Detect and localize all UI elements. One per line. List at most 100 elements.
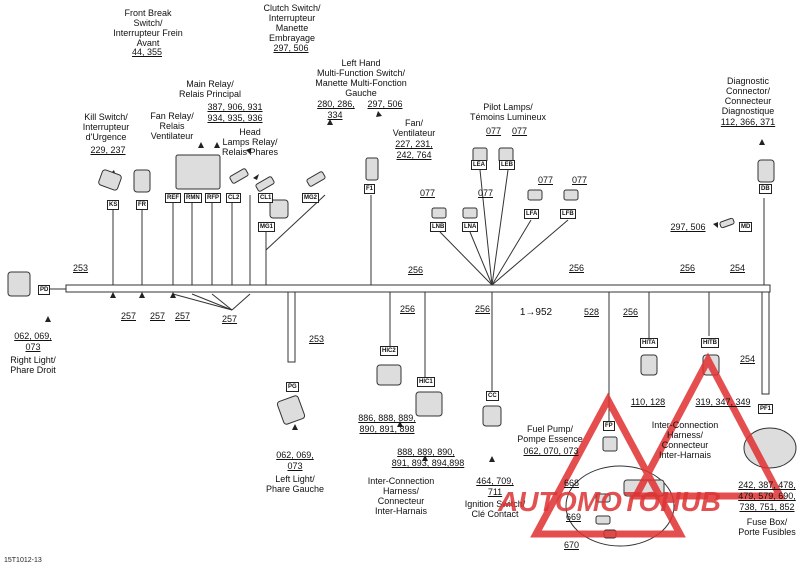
segment-257-c: 257 — [175, 311, 191, 321]
segment-256-b: 256 — [400, 304, 416, 314]
segment-256-e: 256 — [623, 307, 639, 317]
left-hand-pages-3: 297, 506 — [367, 99, 403, 109]
main-relay-pages-2: 934, 935, 936 — [207, 113, 263, 123]
tag-fr: FR — [136, 200, 148, 210]
relay-block — [175, 154, 221, 190]
segment-256-f: 256 — [680, 263, 696, 273]
ignition-pages-2: 711 — [487, 487, 503, 497]
clutch-pages: 297, 506 — [273, 43, 309, 53]
mg1-connector — [269, 199, 289, 219]
right-light-pages-2: 073 — [25, 342, 41, 352]
md-pages: 297, 506 — [670, 222, 706, 232]
clutch-label: Clutch Switch/ Interrupteur Manette Embr… — [263, 3, 321, 43]
fan-label: Fan/ Ventilateur — [392, 118, 436, 138]
tag-hitb: HITB — [701, 338, 719, 348]
hic1-pages-2: 891, 893, 894,898 — [391, 458, 465, 468]
segment-253-a: 253 — [73, 263, 89, 273]
left-light-branch — [287, 291, 296, 363]
diagnostic-connector — [757, 159, 775, 183]
kill-switch-connector — [98, 169, 122, 191]
pilot-077-e: 077 — [538, 175, 554, 185]
ignition-connector — [482, 405, 502, 427]
tag-md: MD — [739, 222, 753, 232]
fan-pages-2: 242, 764 — [396, 150, 432, 160]
segment-256-a: 256 — [408, 265, 424, 275]
hic1-connector — [415, 391, 443, 417]
watermark-triangle-right — [630, 352, 786, 500]
tag-pg: PG — [286, 382, 299, 392]
hic2-pages-1: 886, 888, 889, — [358, 413, 416, 423]
diag-label: Diagnostic Connector/ Connecteur Diagnos… — [721, 76, 775, 116]
tag-lna: LNA — [462, 222, 479, 232]
watermark-text: AUTOMOTOHUB — [498, 486, 721, 517]
figure-id: 15T1012-13 — [4, 557, 42, 564]
fuse-branch — [761, 291, 770, 395]
pilot-077-b: 077 — [512, 126, 528, 136]
kill-switch-pages: 229, 237 — [90, 145, 126, 155]
front-brake-pages: 44, 355 — [131, 47, 163, 57]
tag-mg2: MG2 — [302, 193, 320, 203]
fuse-pages-1: 242, 387, 478, — [738, 480, 796, 490]
fan-pages-1: 227, 231, — [395, 139, 433, 149]
pilot-077-d: 077 — [478, 188, 494, 198]
segment-528: 528 — [584, 307, 600, 317]
fuse-box-label: Fuse Box/ Porte Fusibles — [738, 517, 796, 537]
tag-hic2: HIC2 — [380, 346, 398, 356]
hic1-pages-1: 888, 889, 890, — [397, 447, 455, 457]
segment-257-b: 257 — [150, 311, 166, 321]
front-brake-label: Front Break Switch/ Interrupteur Frein A… — [113, 8, 183, 48]
tag-cc: CC — [486, 391, 499, 401]
tag-pd: PD — [38, 285, 51, 295]
hita-pages: 110, 128 — [630, 397, 666, 407]
tag-pf1: PF1 — [758, 404, 774, 414]
fuel-pump-pages: 062, 070, 073 — [523, 446, 579, 456]
tag-f1: F1 — [364, 184, 376, 194]
fuse-668: 668 — [564, 478, 580, 488]
segment-256-d: 256 — [569, 263, 585, 273]
tag-cl2: CL2 — [226, 193, 242, 203]
tag-leb: LEB — [499, 160, 515, 170]
tag-rmn: RMN — [184, 193, 202, 203]
tag-mg1: MG1 — [258, 222, 276, 232]
interconn-label: Inter-Connection Harness/ Connecteur Int… — [367, 476, 435, 516]
tag-ks: KS — [107, 200, 120, 210]
main-relay-pages-1: 387, 906, 931 — [207, 102, 263, 112]
tag-lfa: LFA — [524, 209, 540, 219]
left-hand-pages-1: 280, 286, — [317, 99, 355, 109]
ignition-pages-1: 464, 709, — [476, 476, 514, 486]
tag-lfb: LFB — [560, 209, 576, 219]
hic2-pages-2: 890, 891, 898 — [359, 424, 415, 434]
segment-254-a: 254 — [730, 263, 746, 273]
fuse-669: 669 — [566, 512, 582, 522]
left-light-label: Left Light/ Phare Gauche — [265, 474, 325, 494]
fuse-670: 670 — [564, 540, 580, 550]
left-light-connector — [276, 395, 306, 425]
kill-switch-label: Kill Switch/ Interrupteur d'Urgence — [82, 112, 130, 142]
fuel-pump-label: Fuel Pump/ Pompe Essence — [517, 424, 583, 444]
hic2-connector — [376, 364, 402, 386]
tag-hita: HITA — [640, 338, 658, 348]
tag-cl1: CL1 — [258, 193, 274, 203]
left-hand-label: Left Hand Multi-Function Switch/ Manette… — [315, 58, 407, 98]
tag-rfp: RFP — [205, 193, 221, 203]
main-harness-trunk — [65, 284, 771, 293]
right-light-connector — [7, 271, 31, 297]
hitb-pages: 319, 347, 349 — [695, 397, 751, 407]
tag-lea: LEA — [471, 160, 487, 170]
head-relay-label: Head Lamps Relay/ Relais Phares — [221, 127, 279, 157]
left-hand-pages-2: 334 — [327, 110, 343, 120]
pilot-077-f: 077 — [572, 175, 588, 185]
fan-relay-label: Fan Relay/ Relais Ventilateur — [150, 111, 194, 141]
left-light-pages-1: 062, 069, — [276, 450, 314, 460]
segment-256-c: 256 — [475, 304, 491, 314]
fuse-pages-3: 738, 751, 852 — [739, 502, 795, 512]
diag-pages: 112, 366, 371 — [720, 117, 776, 127]
segment-257-d: 257 — [222, 314, 238, 324]
left-light-pages-2: 073 — [287, 461, 303, 471]
tag-hic1: HIC1 — [417, 377, 435, 387]
ignition-label: Ignition Switch/ Clé Contact — [464, 499, 526, 519]
right-light-label: Right Light/ Phare Droit — [10, 355, 56, 375]
tag-fp: FP — [603, 421, 615, 431]
